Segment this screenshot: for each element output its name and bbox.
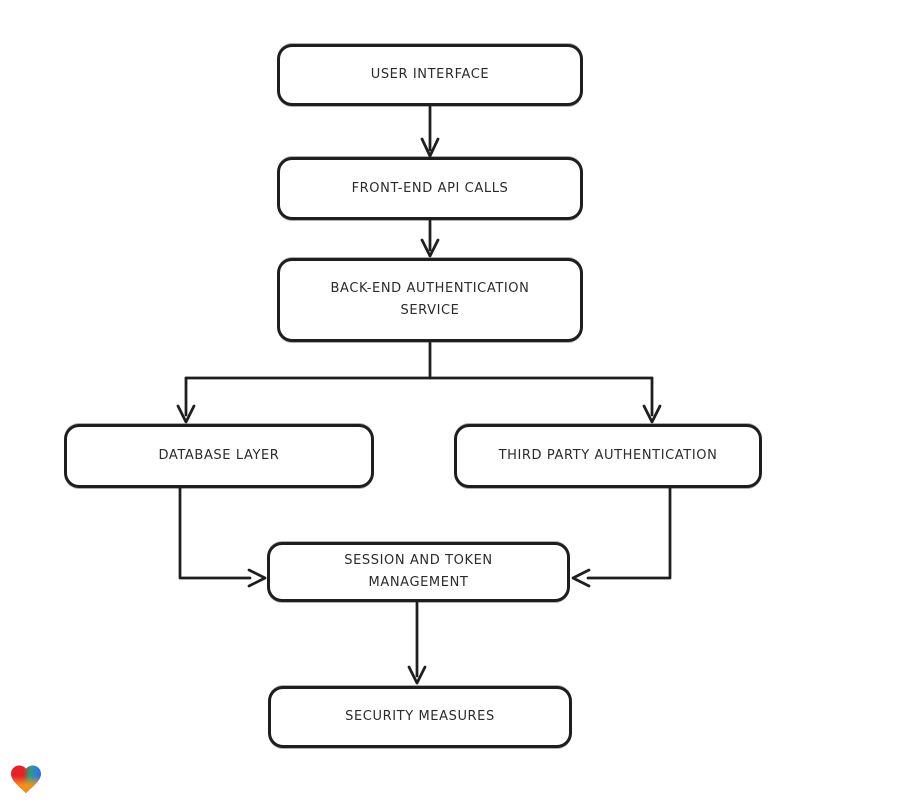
node-back-end-authentication-service[interactable]: BACK-END AUTHENTICATION SERVICE (277, 258, 583, 342)
edge-front-end-api-calls-to-back-end-authentication-service (420, 219, 440, 258)
node-label: BACK-END AUTHENTICATION SERVICE (330, 281, 530, 318)
node-label: SECURITY MEASURES (345, 709, 495, 724)
edge-third-party-authentication-to-session-and-token-management (571, 486, 672, 588)
node-third-party-authentication[interactable]: THIRD PARTY AUTHENTICATION (454, 424, 762, 488)
edge-back-end-authentication-service-branch (176, 341, 662, 424)
node-database-layer[interactable]: DATABASE LAYER (64, 424, 374, 488)
node-user-interface[interactable]: USER INTERFACE (277, 44, 583, 106)
node-label: USER INTERFACE (370, 67, 490, 82)
edge-user-interface-to-front-end-api-calls (420, 105, 440, 158)
heart-gradient-icon (11, 765, 41, 794)
node-label: SESSION AND TOKEN MANAGEMENT (344, 553, 493, 590)
edge-session-and-token-management-to-security-measures (407, 601, 427, 685)
node-front-end-api-calls[interactable]: FRONT-END API CALLS (277, 157, 583, 220)
node-session-and-token-management[interactable]: SESSION AND TOKEN MANAGEMENT (267, 542, 570, 602)
node-label: FRONT-END API CALLS (351, 180, 509, 196)
edge-database-layer-to-session-and-token-management (178, 486, 267, 588)
node-label: DATABASE LAYER (158, 448, 280, 463)
node-label: THIRD PARTY AUTHENTICATION (498, 448, 718, 463)
node-security-measures[interactable]: SECURITY MEASURES (268, 686, 572, 748)
